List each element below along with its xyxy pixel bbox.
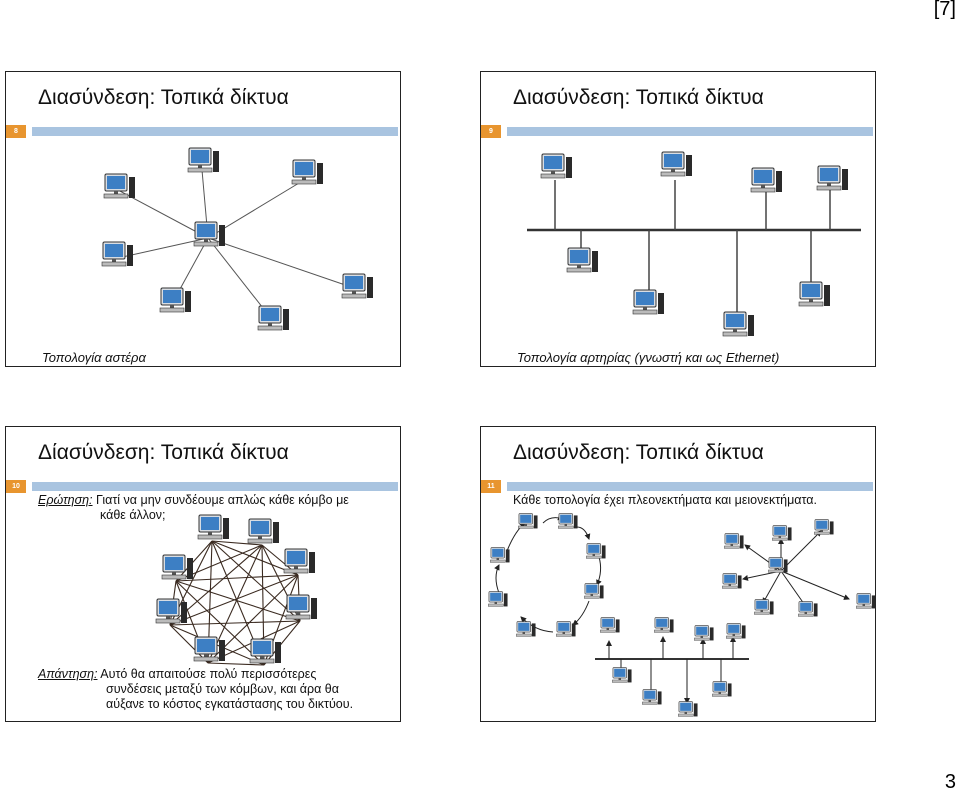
computer-icon bbox=[678, 701, 698, 717]
computer-icon bbox=[187, 147, 219, 173]
accent-bar bbox=[32, 127, 398, 136]
computer-icon bbox=[341, 273, 373, 299]
computer-icon bbox=[558, 513, 578, 529]
mesh-link bbox=[169, 624, 209, 664]
computer-icon bbox=[754, 599, 774, 615]
computer-icon bbox=[566, 247, 598, 273]
slide-star-topology: Διασύνδεση: Τοπικά δίκτυα 8 Τοπολογία ασ… bbox=[5, 71, 401, 367]
computer-icon bbox=[632, 289, 664, 315]
mesh-link bbox=[263, 620, 301, 666]
answer-body-line2: συνδέσεις μεταξύ των κόμβων, και άρα θα bbox=[106, 682, 339, 696]
computer-icon bbox=[712, 681, 732, 697]
computer-icon bbox=[798, 281, 830, 307]
slide-title: Δίασύνδεση: Τοπικά δίκτυα bbox=[38, 441, 289, 464]
accent-bar bbox=[507, 482, 873, 491]
mesh-link bbox=[175, 580, 265, 666]
computer-icon bbox=[197, 514, 229, 540]
computer-icon bbox=[103, 173, 135, 199]
answer-label: Απάντηση: bbox=[38, 667, 98, 681]
slide-number-badge: 8 bbox=[6, 125, 26, 138]
computer-icon bbox=[798, 601, 818, 617]
slide-mesh-topology: Δίασύνδεση: Τοπικά δίκτυα 10 Ερώτηση: Γι… bbox=[5, 426, 401, 722]
bus-topology-diagram bbox=[527, 151, 861, 337]
slide-number-badge: 9 bbox=[481, 125, 501, 138]
mixed-topologies-diagram bbox=[488, 513, 876, 717]
computer-icon bbox=[722, 311, 754, 337]
mesh-topology-diagram bbox=[155, 514, 317, 666]
computer-icon bbox=[556, 621, 576, 637]
question-body: Γιατί να μην συνδέουμε απλώς κάθε κόμβο … bbox=[92, 493, 349, 507]
computer-icon bbox=[101, 241, 133, 267]
mesh-link bbox=[175, 540, 213, 582]
computer-icon bbox=[612, 667, 632, 683]
page-number-bottom: 3 bbox=[944, 771, 956, 793]
slide-bus-topology: Διασύνδεση: Τοπικά δίκτυα 9 Τοπολογία αρ… bbox=[480, 71, 876, 367]
answer-body-line3: αύξανε το κόστος εγκατάστασης του δικτύο… bbox=[106, 697, 354, 711]
computer-icon bbox=[193, 221, 225, 247]
slide-number-badge: 11 bbox=[481, 480, 501, 493]
answer-text: Απάντηση: Αυτό θα απαιτούσε πολύ περισσό… bbox=[38, 667, 398, 712]
mesh-link bbox=[175, 580, 301, 622]
page-number-top: [7] bbox=[933, 0, 956, 20]
computer-icon bbox=[249, 638, 281, 664]
computer-icon bbox=[518, 513, 538, 529]
computer-icon bbox=[722, 573, 742, 589]
mesh-link bbox=[207, 662, 265, 666]
question-label: Ερώτηση: bbox=[38, 493, 93, 507]
computer-icon bbox=[750, 167, 782, 193]
computer-icon bbox=[586, 543, 606, 559]
mesh-link bbox=[211, 540, 299, 576]
question-body-line2: κάθε άλλον; bbox=[100, 508, 166, 522]
computer-icon bbox=[159, 287, 191, 313]
computer-icon bbox=[161, 554, 193, 580]
computer-icon bbox=[291, 159, 323, 185]
computer-icon bbox=[694, 625, 714, 641]
computer-icon bbox=[490, 547, 510, 563]
computer-icon bbox=[660, 151, 692, 177]
mesh-link bbox=[211, 540, 263, 546]
answer-body: Αυτό θα απαιτούσε πολύ περισσότερες bbox=[97, 667, 317, 681]
slide-title: Διασύνδεση: Τοπικά δίκτυα bbox=[513, 441, 764, 464]
mesh-link bbox=[169, 620, 301, 626]
computer-icon bbox=[283, 548, 315, 574]
computer-icon bbox=[816, 165, 848, 191]
computer-icon bbox=[584, 583, 604, 599]
computer-icon bbox=[488, 591, 508, 607]
computer-icon bbox=[768, 557, 788, 573]
accent-bar bbox=[507, 127, 873, 136]
computer-icon bbox=[642, 689, 662, 705]
computer-icon bbox=[257, 305, 289, 331]
slide-caption: Τοπολογία αρτηρίας (γνωστή και ως Ethern… bbox=[517, 350, 780, 365]
question-text: Ερώτηση: Γιατί να μην συνδέουμε απλώς κά… bbox=[38, 493, 398, 523]
computer-icon bbox=[155, 598, 187, 624]
computer-icon bbox=[193, 636, 225, 662]
star-topology-diagram bbox=[101, 147, 373, 331]
slide-mixed-topologies: Διασύνδεση: Τοπικά δίκτυα 11 Κάθε τοπολο… bbox=[480, 426, 876, 722]
computer-icon bbox=[814, 519, 834, 535]
computer-icon bbox=[247, 518, 279, 544]
slide-title: Διασύνδεση: Τοπικά δίκτυα bbox=[513, 86, 764, 109]
computer-icon bbox=[726, 623, 746, 639]
computer-icon bbox=[856, 593, 876, 609]
slide-number-badge: 10 bbox=[6, 480, 26, 493]
computer-icon bbox=[540, 153, 572, 179]
computer-icon bbox=[724, 533, 744, 549]
computer-icon bbox=[516, 621, 536, 637]
accent-bar bbox=[32, 482, 398, 491]
computer-icon bbox=[654, 617, 674, 633]
slide-title: Διασύνδεση: Τοπικά δίκτυα bbox=[38, 86, 289, 109]
slide-caption: Τοπολογία αστέρα bbox=[42, 350, 146, 365]
computer-icon bbox=[600, 617, 620, 633]
computer-icon bbox=[772, 525, 792, 541]
computer-icon bbox=[285, 594, 317, 620]
slide-body-text: Κάθε τοπολογία έχει πλεονεκτήματα και με… bbox=[513, 493, 817, 507]
mesh-link bbox=[175, 574, 299, 582]
